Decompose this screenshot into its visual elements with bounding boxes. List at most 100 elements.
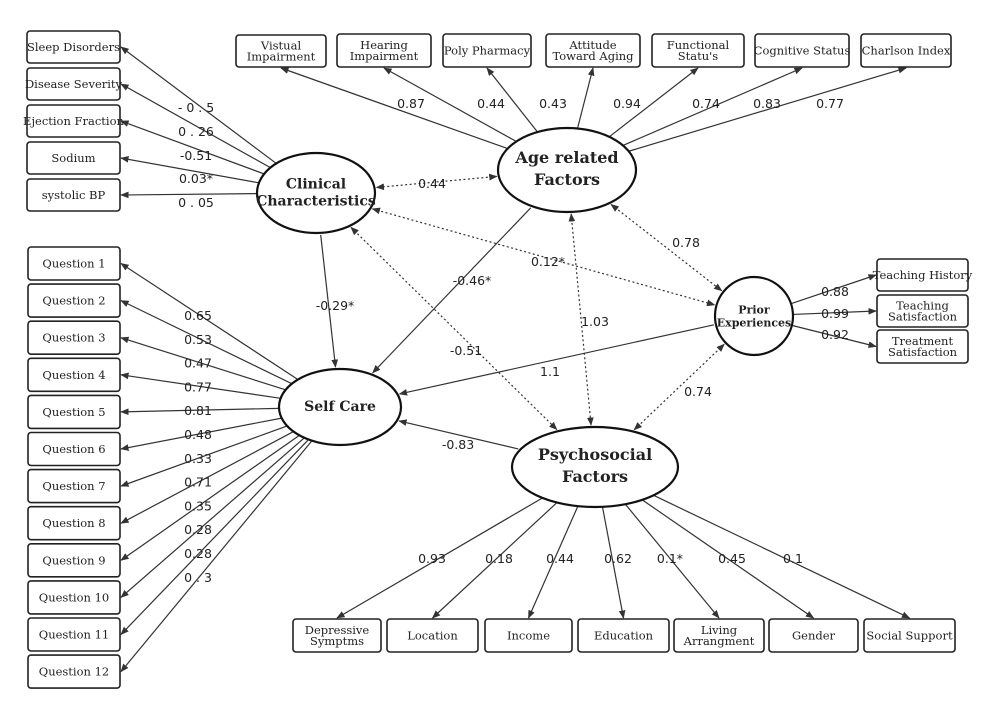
age-indicator-label-6: Cognitive Status	[754, 44, 851, 58]
psycho-indicator-box-2	[386, 618, 479, 653]
clinical-loading-value-2: 0 . 26	[178, 124, 214, 139]
psycho-loading-value-2: 0.18	[485, 551, 513, 566]
psycho-loading-4	[601, 506, 626, 619]
latent-clinical-ellipse	[255, 151, 377, 235]
psycho-indicator-box-6	[768, 618, 859, 653]
selfcare-loading-3	[120, 336, 286, 391]
clinical-indicator-box-3	[26, 104, 121, 138]
selfcare-loading-value-9: 0.35	[184, 498, 212, 513]
psycho-loading-value-4: 0.62	[604, 551, 632, 566]
latent-psycho-ellipse	[510, 425, 680, 509]
selfcare-indicator-label-12: Question 12	[39, 665, 109, 679]
selfcare-indicator-box-7	[27, 468, 121, 504]
prior-indicator-label-1: Teaching History	[873, 268, 973, 282]
latent-age-ellipse	[496, 126, 638, 214]
psycho-indicator-box-4	[577, 618, 670, 653]
age-indicator-label-3: Poly Pharmacy	[444, 44, 531, 58]
path-psycho-selfcare	[398, 419, 519, 450]
psycho-indicator-box-1	[292, 618, 382, 653]
selfcare-loading-value-3: 0.47	[184, 356, 212, 371]
age-loading-value-1: 0.87	[397, 96, 425, 111]
psycho-loading-value-6: 0.45	[718, 551, 746, 566]
age-loading-value-2: 0.44	[477, 96, 505, 111]
selfcare-indicator-label-9: Question 9	[42, 553, 105, 567]
selfcare-indicator-label-5: Question 5	[42, 405, 105, 419]
psycho-indicator-label-7: Social Support	[866, 629, 953, 643]
clinical-indicator-box-4	[26, 141, 121, 175]
latent-prior-ellipse	[713, 275, 795, 357]
age-loading-value-5: 0.74	[692, 96, 720, 111]
psycho-indicator-box-7	[863, 618, 956, 653]
age-loading-value-6: 0.83	[753, 96, 781, 111]
psycho-loading-3	[527, 505, 579, 619]
clinical-loading-5	[120, 191, 258, 199]
clinical-indicator-label-1: Sleep Disorders	[27, 40, 120, 54]
selfcare-loading-12	[120, 440, 313, 673]
clinical-loading-value-1: - 0 . 5	[178, 100, 214, 115]
clinical-indicator-box-2	[26, 67, 121, 101]
psycho-loading-value-1: 0.93	[418, 551, 446, 566]
selfcare-indicator-box-6	[27, 431, 121, 467]
age-loading-value-3: 0.43	[539, 96, 567, 111]
age-indicator-box-2	[336, 33, 432, 68]
selfcare-loading-value-11: 0.28	[184, 546, 212, 561]
selfcare-loading-8	[120, 431, 294, 524]
clinical-loading-2	[120, 83, 271, 169]
selfcare-loading-2	[120, 300, 293, 385]
structural-coef-clinical-selfcare: -0.29*	[316, 298, 355, 313]
age-indicator-box-7	[860, 33, 952, 68]
age-loading-value-7: 0.77	[816, 96, 844, 111]
age-loading-1	[280, 67, 508, 150]
structural-coef-prior-selfcare: 1.1	[540, 364, 560, 379]
selfcare-loading-value-12: 0 . 3	[184, 570, 212, 585]
selfcare-loading-11	[120, 439, 309, 636]
age-loading-3	[486, 67, 538, 133]
selfcare-indicator-box-9	[27, 542, 121, 578]
selfcare-indicator-label-6: Question 6	[42, 442, 105, 456]
selfcare-indicator-label-8: Question 8	[42, 516, 105, 530]
clinical-loading-3	[120, 120, 265, 175]
structural-coef-age-prior: 0.78	[672, 235, 700, 250]
prior-loading-3	[791, 324, 877, 348]
clinical-loading-1	[120, 46, 277, 164]
selfcare-loading-5	[120, 407, 280, 416]
age-indicator-box-4	[545, 33, 641, 68]
selfcare-indicator-label-3: Question 3	[42, 331, 105, 345]
selfcare-loading-4	[120, 372, 281, 399]
selfcare-indicator-label-11: Question 11	[39, 628, 109, 642]
clinical-indicator-label-4: Sodium	[51, 151, 95, 165]
psycho-indicator-box-3	[484, 618, 573, 653]
path-age-psycho	[568, 213, 594, 426]
age-indicator-label-7: Charlson Index	[862, 44, 951, 58]
prior-loading-value-1: 0.88	[821, 284, 849, 299]
prior-loading-value-3: 0.92	[821, 327, 849, 342]
psycho-loading-7	[653, 494, 911, 619]
selfcare-indicator-box-8	[27, 505, 121, 541]
selfcare-indicator-box-12	[27, 654, 121, 689]
prior-loading-value-2: 0.99	[821, 306, 849, 321]
selfcare-loading-value-10: 0.28	[184, 522, 212, 537]
latent-selfcare-ellipse	[277, 367, 403, 447]
selfcare-indicator-label-10: Question 10	[39, 590, 109, 604]
psycho-loading-5	[624, 503, 720, 619]
structural-coef-age-clinical: 0.44	[418, 176, 446, 191]
psycho-loading-value-5: 0.1*	[657, 551, 683, 566]
selfcare-loading-value-2: 0.53	[184, 332, 212, 347]
clinical-indicator-box-1	[26, 30, 121, 64]
age-indicator-box-1	[235, 34, 327, 68]
prior-indicator-box-2	[876, 294, 969, 328]
psycho-indicator-box-5	[673, 618, 765, 653]
selfcare-loading-10	[120, 437, 305, 598]
age-indicator-box-5	[651, 33, 745, 68]
path-clinical-psycho	[350, 226, 558, 431]
selfcare-loading-value-4: 0.77	[184, 379, 212, 394]
